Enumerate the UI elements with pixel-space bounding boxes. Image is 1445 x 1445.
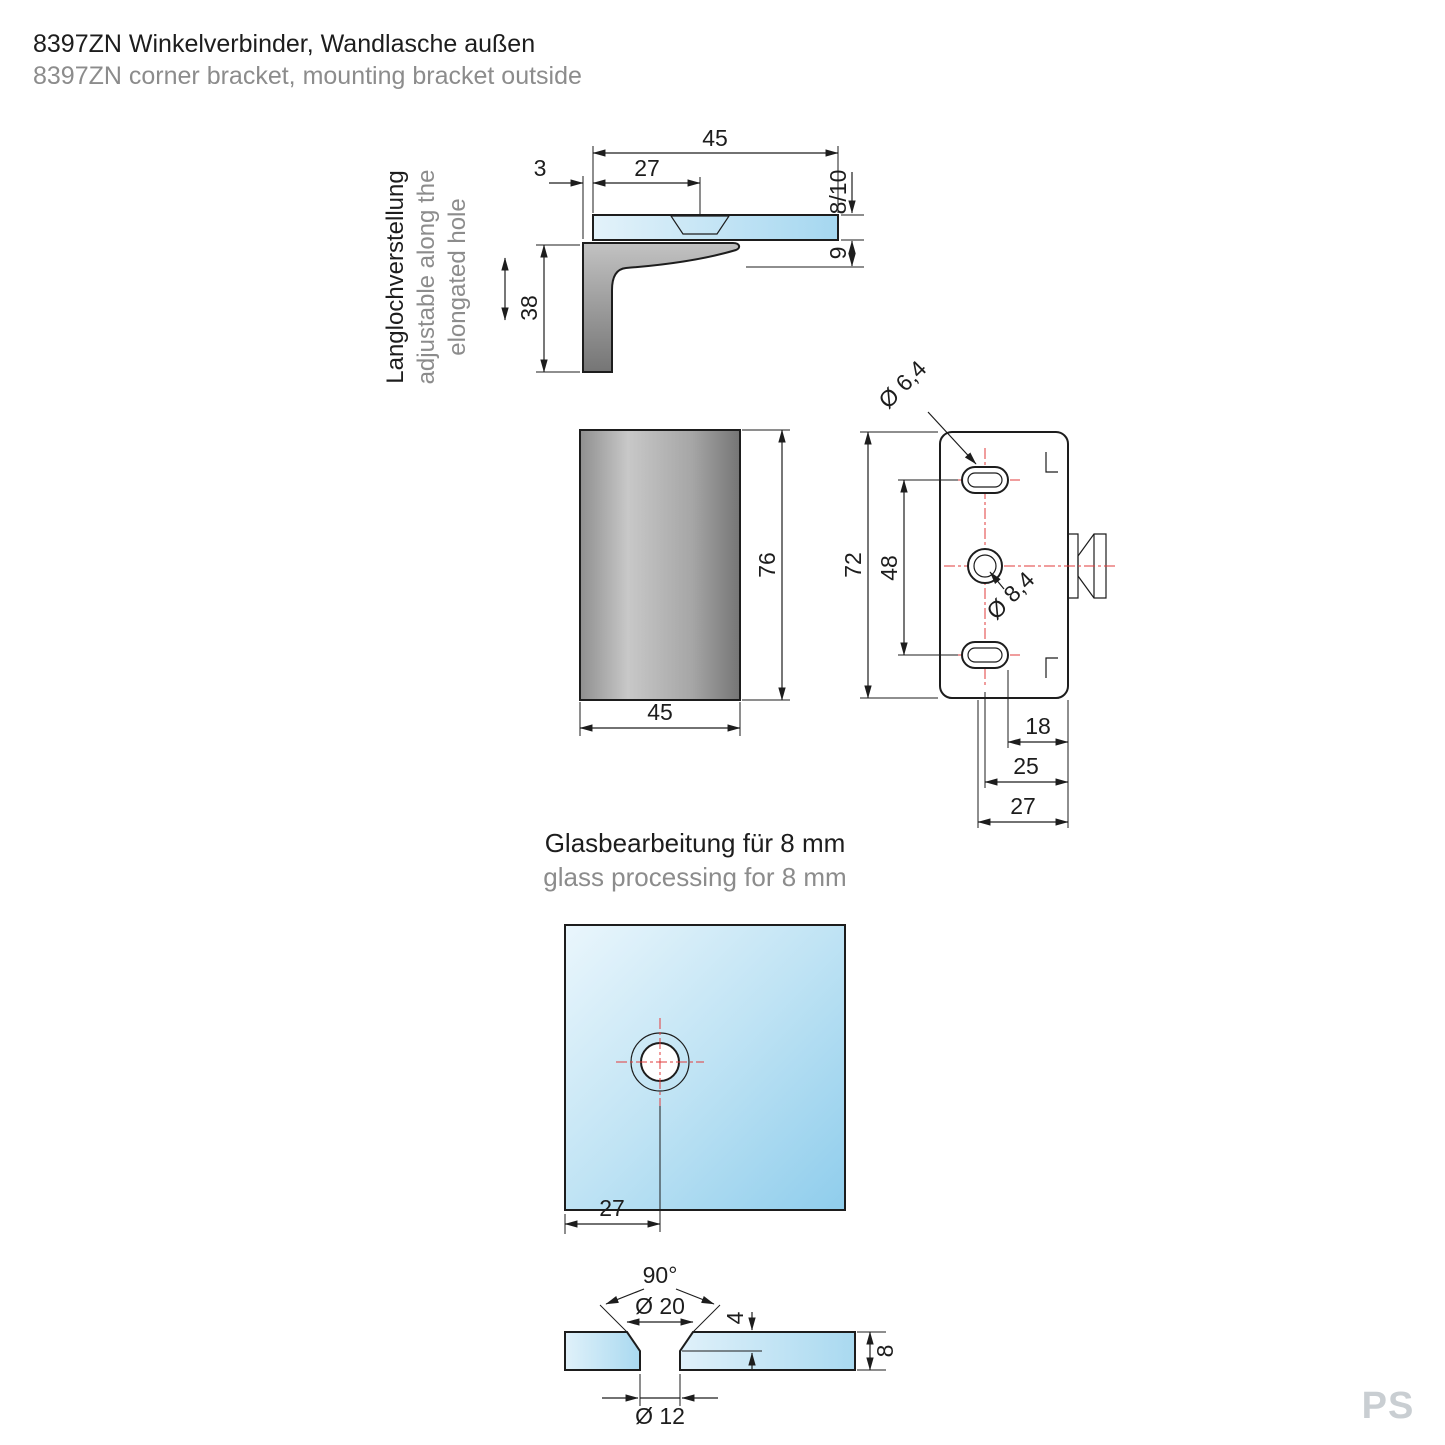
back-view: Ø 6,4 Ø 8,4 72 48 18 25 27 [840, 355, 1118, 828]
dim-27-top: 27 [634, 155, 660, 181]
dim-3: 3 [534, 155, 547, 181]
glass-section-left [564, 1331, 641, 1371]
angle-arrow-right [675, 1288, 715, 1305]
glass-title-en: glass processing for 8 mm [543, 862, 846, 892]
side-view: Langlochverstellung adjustable along the… [382, 125, 864, 384]
glass-title-de: Glasbearbeitung für 8 mm [545, 828, 846, 858]
angle-arrow-left [605, 1288, 645, 1305]
glass-hole-centerlines [616, 1018, 704, 1106]
dim-8-10: 8/10 [825, 170, 851, 215]
leader-slot-dia [927, 411, 977, 465]
drawing-title-de: 8397ZN Winkelverbinder, Wandlasche außen [33, 30, 535, 58]
glass-side-profile [592, 214, 839, 241]
dim-27-right: 27 [1010, 793, 1036, 819]
slot-hole-top [961, 466, 1009, 494]
side-note-de: Langlochverstellung [382, 170, 409, 383]
plate-notch-bottom [1045, 657, 1058, 678]
dim-slot-dia: Ø 6,4 [873, 355, 931, 413]
glass-section-right [679, 1331, 856, 1371]
dim-48: 48 [876, 555, 902, 581]
back-view-extension-lines [860, 431, 1069, 828]
leader-hole-dia [989, 571, 1005, 590]
bracket-side-profile [582, 242, 741, 373]
dim-72: 72 [840, 552, 866, 578]
dim-76: 76 [754, 552, 780, 578]
side-note-en2: elongated hole [444, 198, 471, 355]
glass-section: Glasbearbeitung für 8 mm glass processin… [543, 828, 898, 1429]
dim-27-glass: 27 [599, 1195, 625, 1221]
watermark-logo: PS [1362, 1385, 1415, 1427]
slot-hole-bottom [961, 641, 1009, 669]
countersink-screw-profile [669, 215, 731, 235]
dim-countersink-dia: Ø 20 [635, 1293, 685, 1319]
dim-45-front: 45 [647, 699, 673, 725]
dim-countersink-depth: 4 [722, 1311, 748, 1324]
slot-hole-bottom-inner [967, 647, 1003, 663]
bracket-front-face [579, 429, 741, 701]
dim-45-top: 45 [702, 125, 728, 151]
slot-hole-top-inner [967, 472, 1003, 488]
dim-glass-thickness: 8 [872, 1345, 898, 1358]
dim-18: 18 [1025, 713, 1051, 739]
countersink-extension-lines [599, 1304, 886, 1406]
glass-plate [564, 924, 846, 1211]
side-note-en1: adjustable along the [413, 170, 440, 385]
dim-angle: 90° [643, 1262, 678, 1288]
center-hole-inner [973, 554, 997, 578]
title-block: 8397ZN Winkelverbinder, Wandlasche außen… [33, 30, 582, 90]
dim-hole-dia-glass: Ø 12 [635, 1403, 685, 1429]
plate-notch-top [1045, 452, 1058, 473]
dim-9: 9 [825, 247, 851, 260]
dim-38: 38 [516, 295, 542, 321]
mounting-plate-outline [939, 431, 1069, 699]
center-hole [967, 548, 1003, 584]
drawing-title-en: 8397ZN corner bracket, mounting bracket … [33, 62, 582, 90]
dim-25: 25 [1013, 753, 1039, 779]
front-view: 76 45 [579, 429, 790, 736]
